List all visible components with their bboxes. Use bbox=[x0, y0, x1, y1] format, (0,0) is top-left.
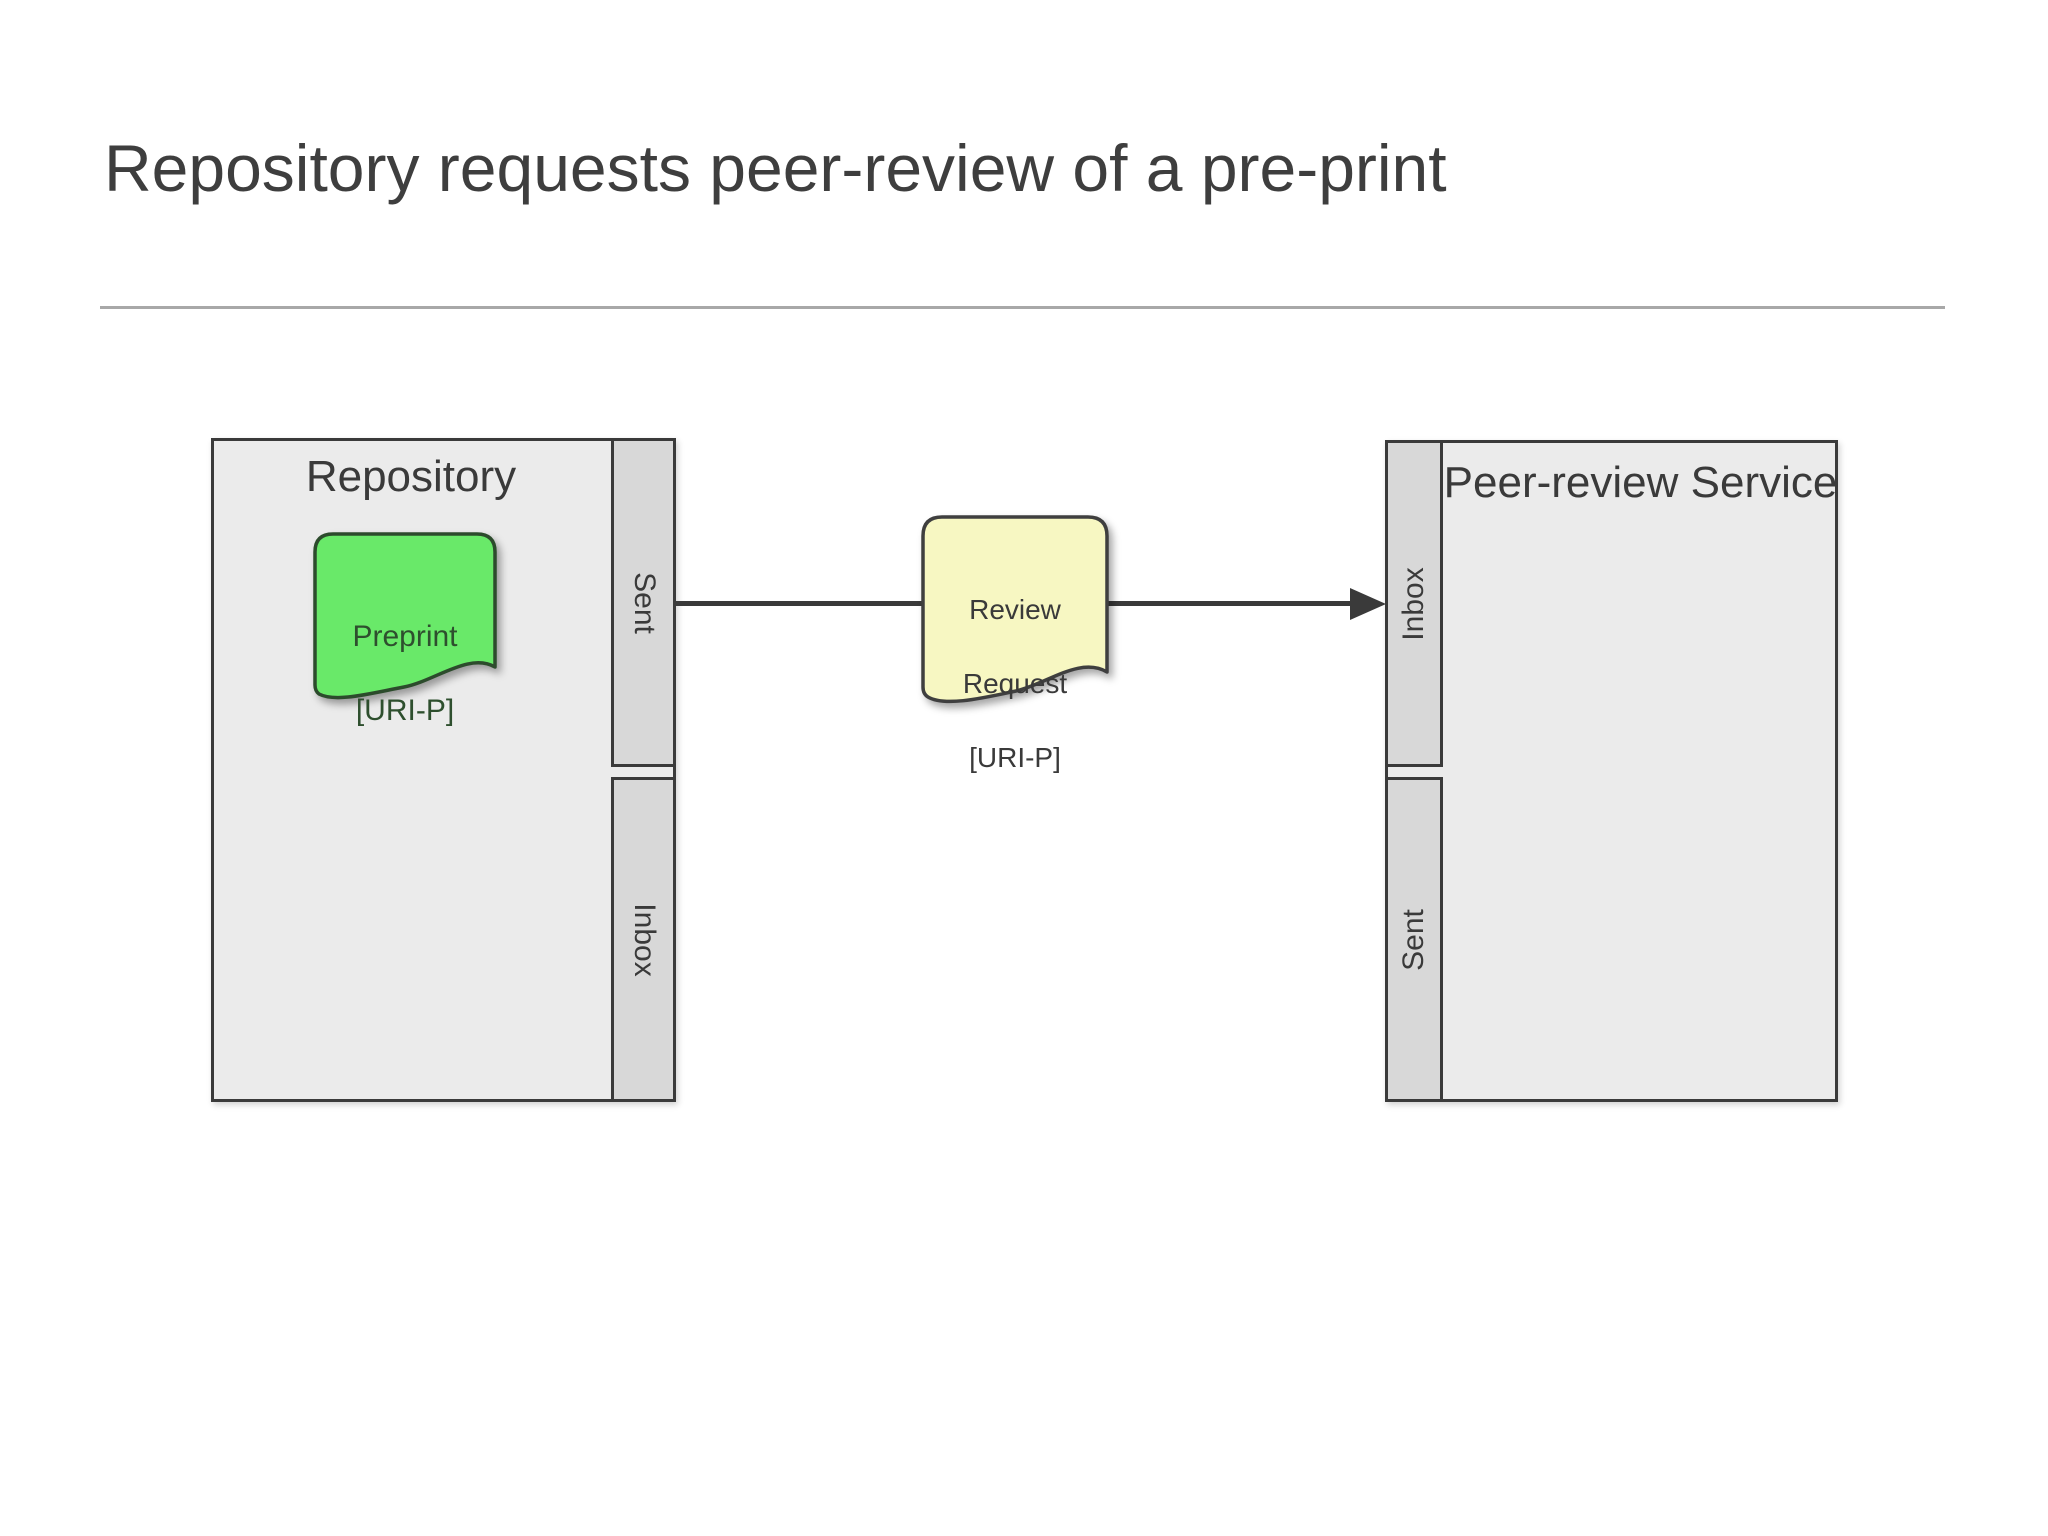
preprint-document-icon: Preprint [URI-P] bbox=[312, 531, 498, 727]
peer-review-service-box bbox=[1385, 440, 1838, 1102]
review-request-document-icon: Review Request [URI-P] bbox=[920, 514, 1110, 773]
preprint-note-line1: Preprint bbox=[352, 620, 458, 653]
arrowhead-icon bbox=[1350, 588, 1386, 620]
review-request-line3: [URI-P] bbox=[969, 742, 1061, 773]
preprint-note-text: Preprint [URI-P] bbox=[312, 581, 498, 766]
repository-box-title: Repository bbox=[305, 452, 517, 501]
repository-inbox-label: Inbox bbox=[627, 902, 661, 977]
peer-review-sent-label: Sent bbox=[1397, 908, 1430, 971]
flow-line-left bbox=[676, 601, 922, 606]
preprint-document-shape bbox=[313, 532, 497, 700]
review-request-note-text: Review Request [URI-P] bbox=[920, 554, 1110, 813]
repository-inbox-cell: Inbox bbox=[611, 777, 676, 1102]
review-request-line2: Request bbox=[962, 668, 1068, 699]
peer-review-inbox-cell: Inbox bbox=[1385, 440, 1443, 767]
title-divider bbox=[100, 306, 1945, 309]
review-request-document-shape bbox=[921, 515, 1109, 704]
flow-line-right bbox=[1108, 601, 1354, 606]
repository-sent-cell: Sent bbox=[611, 438, 676, 767]
review-request-line1: Review bbox=[969, 594, 1061, 625]
peer-review-inbox-label: Inbox bbox=[1397, 566, 1430, 641]
repository-sent-label: Sent bbox=[627, 571, 661, 634]
page-title: Repository requests peer-review of a pre… bbox=[104, 131, 1447, 205]
preprint-note-line2: [URI-P] bbox=[355, 694, 455, 727]
peer-review-sent-cell: Sent bbox=[1385, 777, 1443, 1102]
peer-review-service-box-title: Peer-review Service bbox=[1443, 458, 1838, 507]
